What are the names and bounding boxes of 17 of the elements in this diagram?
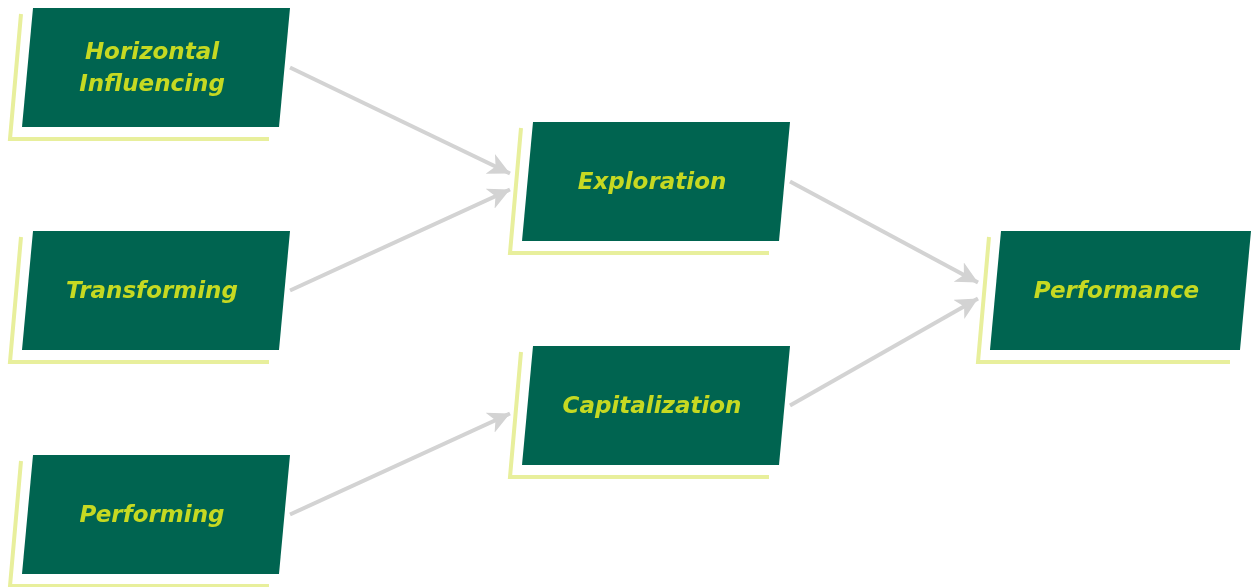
parallelogram-box <box>10 231 290 362</box>
node-label: Transforming <box>66 275 238 305</box>
arrow <box>289 65 511 176</box>
node-label: Performing <box>79 499 225 529</box>
node-label: Horizontal Influencing <box>78 37 226 98</box>
parallelogram-box <box>978 231 1251 362</box>
arrow <box>789 296 979 408</box>
parallelogram-box <box>510 122 790 253</box>
parallelogram-box <box>10 455 290 586</box>
arrow <box>289 187 511 293</box>
node-label: Capitalization <box>562 390 742 420</box>
arrow <box>789 179 979 285</box>
node-label: Exploration <box>577 166 727 196</box>
parallelogram-box <box>10 8 290 139</box>
arrow <box>289 411 511 517</box>
parallelogram-box <box>510 346 790 477</box>
node-label: Performance <box>1033 275 1200 305</box>
